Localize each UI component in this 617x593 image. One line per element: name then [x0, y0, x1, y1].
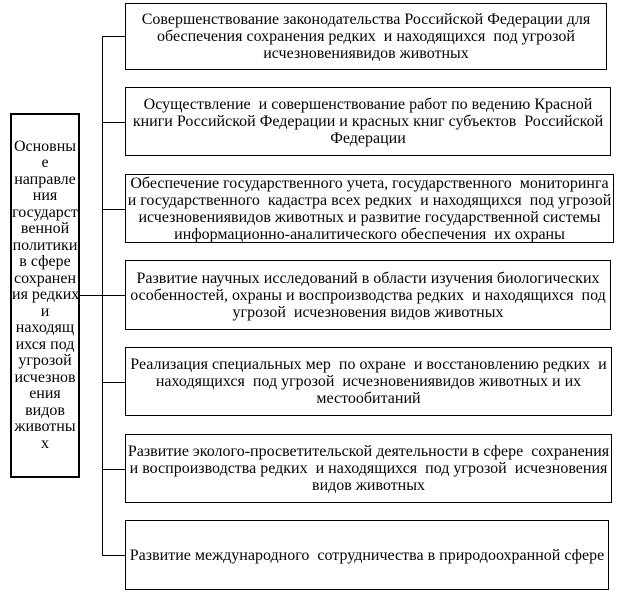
- root-box-line: животны: [14, 418, 76, 436]
- root-connector-line: [79, 295, 125, 296]
- branch-box-line: Развитие эколого-просветительской деятел…: [127, 443, 610, 460]
- branch-box-line: Федерации: [330, 130, 406, 147]
- branch-box-line: Осуществление и совершенствование работ …: [143, 96, 593, 113]
- root-box-line: е: [41, 154, 49, 172]
- branch-box-line: информационно-аналитического обеспечения…: [174, 225, 565, 243]
- root-box-line: сохранен: [13, 269, 77, 287]
- root-box-line: находящ: [15, 319, 75, 337]
- branch-box-line: Обеспечение государственного учета, госу…: [130, 174, 609, 192]
- root-box-line: угрозой: [18, 352, 72, 370]
- root-box-line: ения: [29, 385, 61, 403]
- root-box-line: направле: [14, 170, 76, 188]
- connector-branch-7: [102, 555, 125, 556]
- connector-branch-2: [102, 122, 125, 123]
- branch-box-line: угрозой исчезновения видов животных: [232, 303, 504, 321]
- branch-box-3: Обеспечение государственного учета, госу…: [125, 174, 614, 243]
- branch-box-line: видов животных: [312, 477, 425, 494]
- root-box-line: х: [41, 434, 49, 452]
- branch-box-4: Развитие научных исследований в области …: [125, 260, 611, 330]
- root-box-line: ихся под: [15, 335, 75, 353]
- branch-box-line: и государственного кадастра всех редких …: [127, 191, 612, 209]
- branch-box-line: исчезновениявидов животных и развитие го…: [138, 208, 601, 226]
- branch-box-line: находящихся под угрозой исчезновениявидо…: [155, 373, 582, 390]
- trunk-line: [102, 36, 103, 556]
- connector-branch-1: [102, 36, 125, 37]
- branch-box-2: Осуществление и совершенствование работ …: [125, 87, 611, 156]
- root-box-line: Основны: [13, 137, 77, 155]
- root-box: Основны е направле ния государст венной …: [10, 113, 80, 478]
- root-box-line: исчезнов: [14, 368, 76, 386]
- branch-box-6: Развитие эколого-просветительской деятел…: [125, 434, 612, 503]
- root-box-line: ния: [32, 187, 58, 205]
- connector-branch-3: [102, 209, 125, 210]
- connector-branch-6: [102, 469, 125, 470]
- root-box-line: политики: [12, 236, 78, 254]
- branch-box-line: местообитаний: [316, 390, 421, 407]
- root-box-line: государст: [12, 203, 78, 221]
- root-box-line: видов: [25, 401, 65, 419]
- branch-box-line: исчезновениявидов животных: [263, 45, 469, 62]
- root-box-line: в сфере: [19, 253, 71, 271]
- root-box-line: венной: [20, 220, 70, 238]
- branch-box-line: Реализация специальных мер по охране и в…: [130, 356, 607, 373]
- branch-box-line: Совершенствование законодательства Росси…: [141, 11, 591, 28]
- root-box-line: ия редких: [12, 286, 80, 304]
- connector-branch-5: [102, 382, 125, 383]
- root-box-line: и: [40, 302, 50, 320]
- branch-box-1: Совершенствование законодательства Росси…: [125, 3, 607, 70]
- branch-box-line: книги Российской Федерации и красных кни…: [132, 113, 604, 130]
- branch-box-line: обеспечения сохранения редких и находящи…: [157, 28, 575, 45]
- branch-box-5: Реализация специальных мер по охране и в…: [125, 347, 612, 416]
- branch-box-7: Развитие международного сотрудничества в…: [125, 520, 609, 590]
- branch-box-line: особенностей, охраны и воспроизводства р…: [130, 286, 606, 304]
- branch-box-line: Развитие научных исследований в области …: [136, 269, 600, 287]
- branch-box-line: и воспроизводства редких и находящихся п…: [129, 460, 608, 477]
- branch-box-line: Развитие международного сотрудничества в…: [129, 546, 605, 564]
